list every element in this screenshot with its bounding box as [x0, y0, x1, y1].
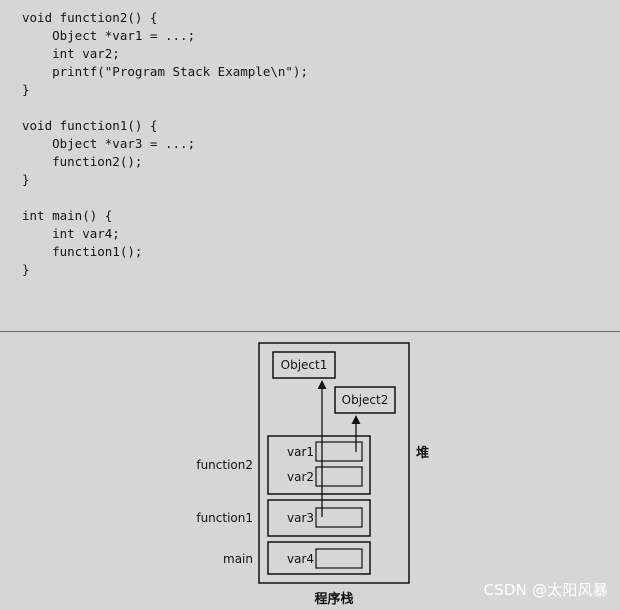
stack-label: 程序栈	[314, 591, 353, 607]
code-line: }	[22, 82, 30, 97]
code-line: }	[22, 262, 30, 277]
heap-object-2	[334, 386, 396, 414]
frame-function2	[267, 435, 371, 495]
var3-slot	[315, 507, 363, 528]
stack-container	[258, 342, 410, 584]
var2-label: var2	[287, 470, 314, 484]
var4-label: var4	[287, 552, 314, 566]
code-line: int main() {	[22, 208, 113, 223]
heap-object-1	[272, 351, 336, 379]
code-line: int var4;	[22, 226, 120, 241]
var3-label: var3	[287, 511, 314, 525]
heap-label: 堆	[416, 445, 429, 461]
code-listing: void function2() { Object *var1 = ...; i…	[22, 9, 308, 279]
code-line: Object *var1 = ...;	[22, 28, 196, 43]
code-line: int var2;	[22, 46, 120, 61]
code-line: void function2() {	[22, 10, 158, 25]
code-line: function2();	[22, 154, 143, 169]
heap-object-1-label: Object1	[281, 358, 328, 372]
frame-label-function2: function2	[196, 458, 253, 472]
var2-slot	[315, 466, 363, 487]
section-divider	[0, 331, 620, 332]
watermark: CSDN @太阳风暴	[483, 581, 608, 599]
heap-object-2-label: Object2	[342, 393, 389, 407]
code-line: }	[22, 172, 30, 187]
var1-label: var1	[287, 445, 314, 459]
frame-label-main: main	[223, 552, 253, 566]
code-line: printf("Program Stack Example\n");	[22, 64, 308, 79]
var4-slot	[315, 548, 363, 569]
var1-slot	[315, 441, 363, 462]
code-line: Object *var3 = ...;	[22, 136, 196, 151]
frame-main	[267, 541, 371, 575]
code-line: void function1() {	[22, 118, 158, 133]
frame-function1	[267, 499, 371, 537]
code-line: function1();	[22, 244, 143, 259]
frame-label-function1: function1	[196, 511, 253, 525]
